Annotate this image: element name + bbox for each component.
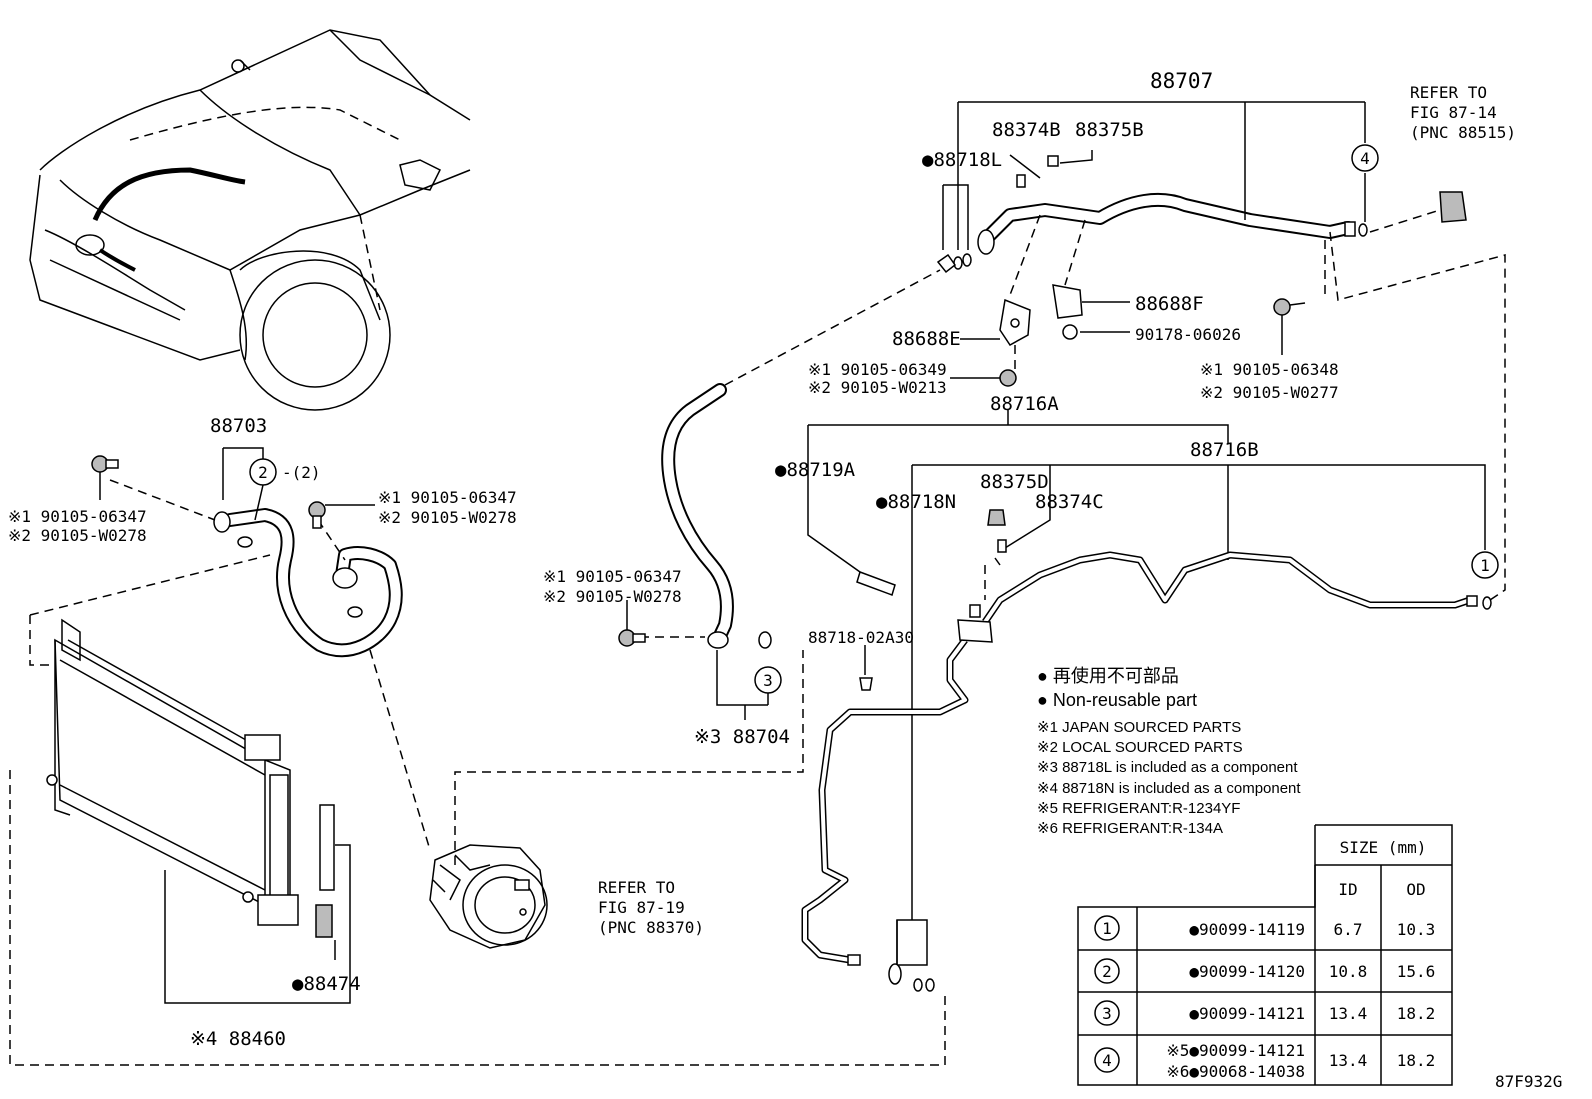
bracket-88688F xyxy=(1052,284,1083,340)
legend-note-5: ※5 REFRIGERANT:R-1234YF xyxy=(1037,800,1240,817)
desiccant-88474-part xyxy=(315,804,335,938)
table-row: 1 ●90099-14119 6.7 10.3 xyxy=(1094,915,1436,941)
size-table-col-od: OD xyxy=(1406,880,1425,899)
label-bolt-W0213: ※2 90105-W0213 xyxy=(808,378,947,397)
suction-hose-88704 xyxy=(661,383,772,649)
row-od: 18.2 xyxy=(1397,1004,1436,1023)
legend-nonreusable-en: ● Non-reusable part xyxy=(1037,690,1197,710)
row-part: ●90099-14121 xyxy=(1189,1004,1305,1023)
label-bolt-hose-1: ※1 90105-06347 xyxy=(543,567,682,586)
svg-text:1: 1 xyxy=(1480,556,1490,575)
label-bolt-mid-1: ※1 90105-06347 xyxy=(378,488,517,507)
label-qty-2: -(2) xyxy=(282,463,321,482)
condenser-assembly xyxy=(46,618,299,926)
label-88688F: 88688F xyxy=(1135,293,1204,315)
label-refer-87-14-b: FIG 87-14 xyxy=(1410,103,1497,122)
svg-text:2: 2 xyxy=(258,463,268,482)
svg-text:4: 4 xyxy=(1360,149,1370,168)
label-88460: ※4 88460 xyxy=(190,1028,286,1050)
label-bolt-left-1: ※1 90105-06347 xyxy=(8,507,147,526)
row-id: 10.8 xyxy=(1329,962,1368,981)
label-88716B: 88716B xyxy=(1190,439,1259,461)
row-part: ※6●90068-14038 xyxy=(1166,1062,1305,1081)
row-od: 18.2 xyxy=(1397,1051,1436,1070)
size-table: SIZE (mm) ID OD 1 ●90099-14119 6.7 10.3 … xyxy=(1077,824,1453,1086)
label-bolt-W0277: ※2 90105-W0277 xyxy=(1200,383,1339,402)
row-id: 13.4 xyxy=(1329,1004,1368,1023)
row-part: ●90099-14120 xyxy=(1189,962,1305,981)
legend-note-6: ※6 REFRIGERANT:R-134A xyxy=(1037,820,1223,837)
label-refer-87-19-c: (PNC 88370) xyxy=(598,918,704,937)
label-refer-87-19-a: REFER TO xyxy=(598,878,675,897)
table-row: 4 ※5●90099-14121 ※6●90068-14038 13.4 18.… xyxy=(1094,1041,1436,1081)
legend-note-3: ※3 88718L is included as a component xyxy=(1037,759,1298,776)
label-88374B: 88374B xyxy=(992,119,1061,141)
legend-nonreusable-jp: ● 再使用不可部品 xyxy=(1037,666,1179,686)
row-id: 13.4 xyxy=(1329,1051,1368,1070)
legend-note-1: ※1 JAPAN SOURCED PARTS xyxy=(1037,719,1241,736)
label-bolt-mid-2: ※2 90105-W0278 xyxy=(378,508,517,527)
bolt-left xyxy=(91,455,119,500)
table-row: 2 ●90099-14120 10.8 15.6 xyxy=(1094,958,1436,984)
row-part: ※5●90099-14121 xyxy=(1166,1041,1305,1060)
label-90178-06026: 90178-06026 xyxy=(1135,325,1241,344)
pipe-88716 xyxy=(801,551,1492,992)
vehicle-front-illustration xyxy=(29,29,471,411)
label-88718N: ●88718N xyxy=(876,491,956,513)
label-88707: 88707 xyxy=(1150,69,1213,93)
compressor-illustration xyxy=(429,844,548,949)
circle-marker-3: 3 xyxy=(754,666,782,694)
row-od: 15.6 xyxy=(1397,962,1436,981)
label-88716A: 88716A xyxy=(990,393,1059,415)
label-88374C: 88374C xyxy=(1035,491,1104,513)
row-part: ●90099-14119 xyxy=(1189,920,1305,939)
label-88719A: ●88719A xyxy=(775,459,856,481)
label-refer-87-14-a: REFER TO xyxy=(1410,83,1487,102)
label-88688E: 88688E xyxy=(892,328,961,350)
diagram-id: 87F932G xyxy=(1495,1072,1562,1091)
label-88375B: 88375B xyxy=(1075,119,1144,141)
label-refer-87-19-b: FIG 87-19 xyxy=(598,898,685,917)
row-key: 3 xyxy=(1102,1004,1112,1023)
svg-text:3: 3 xyxy=(763,671,773,690)
size-table-header: SIZE (mm) xyxy=(1340,838,1427,857)
label-88718L: ●88718L xyxy=(922,149,1002,171)
label-bolt-06348: ※1 90105-06348 xyxy=(1200,360,1339,379)
bracket-88688E xyxy=(999,298,1031,346)
label-bolt-06349: ※1 90105-06349 xyxy=(808,360,947,379)
label-bolt-left-2: ※2 90105-W0278 xyxy=(8,526,147,545)
bolt-hose xyxy=(618,600,646,647)
label-88375D: 88375D xyxy=(980,471,1049,493)
pipe-88707 xyxy=(936,191,1467,274)
table-row: 3 ●90099-14121 13.4 18.2 xyxy=(1094,1000,1436,1026)
row-key: 1 xyxy=(1102,919,1112,938)
pressure-switch-88719A xyxy=(856,571,896,596)
legend-note-4: ※4 88718N is included as a component xyxy=(1037,780,1301,797)
label-bolt-hose-2: ※2 90105-W0278 xyxy=(543,587,682,606)
legend-note-2: ※2 LOCAL SOURCED PARTS xyxy=(1037,739,1243,756)
circle-marker-1: 1 xyxy=(1471,551,1499,579)
circle-marker-4: 4 xyxy=(1351,144,1379,172)
discharge-hose-88703 xyxy=(213,508,403,658)
label-88703: 88703 xyxy=(210,415,267,437)
row-key: 2 xyxy=(1102,962,1112,981)
size-table-col-id: ID xyxy=(1338,880,1357,899)
row-od: 10.3 xyxy=(1397,920,1436,939)
legend: ● 再使用不可部品 ● Non-reusable part ※1 JAPAN S… xyxy=(1037,666,1301,837)
label-88704: ※3 88704 xyxy=(694,726,790,748)
row-id: 6.7 xyxy=(1334,920,1363,939)
label-88718-02A30: 88718-02A30 xyxy=(808,628,914,647)
row-key: 4 xyxy=(1102,1051,1112,1070)
label-refer-87-14-c: (PNC 88515) xyxy=(1410,123,1516,142)
bolt-mid xyxy=(308,501,375,529)
circle-marker-2: 2 xyxy=(249,458,277,486)
label-88474: ●88474 xyxy=(292,973,361,995)
